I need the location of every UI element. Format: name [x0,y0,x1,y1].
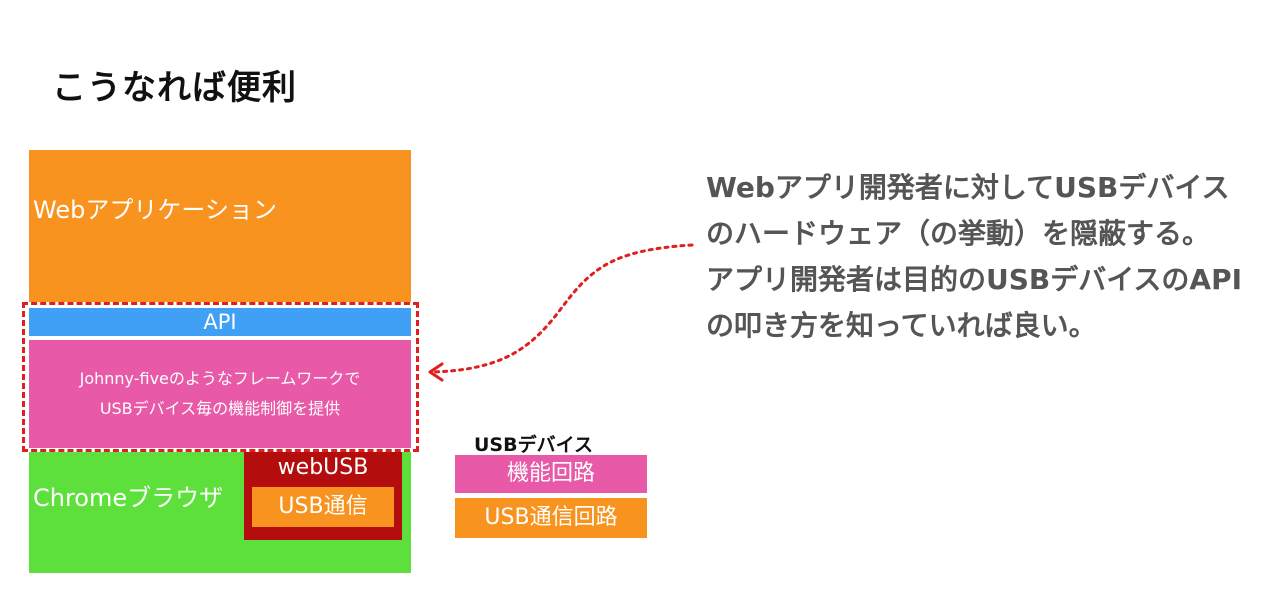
webusb-label: webUSB [277,455,369,480]
description-line4: の叩き方を知っていれば良い。 [706,309,1097,342]
page-title: こうなれば便利 [52,68,297,108]
usb-communication-block: USB通信 [252,487,394,527]
hidden-layer-dashed-box [22,302,419,452]
johnny-five-line2: USBデバイス毎の機能制御を提供 [99,399,341,418]
usb-communication-circuit-block: USB通信回路 [455,498,647,538]
description-text: Webアプリ開発者に対してUSBデバイス のハードウェア（の挙動）を隠蔽する。 … [706,165,1266,349]
description-line3: アプリ開発者は目的のUSBデバイスのAPI [706,263,1243,296]
usb-device-title: USBデバイス [474,434,594,456]
description-line2: のハードウェア（の挙動）を隠蔽する。 [706,217,1211,250]
web-application-block [29,150,411,302]
johnny-five-line1: Johnny-fiveのようなフレームワークで [79,369,361,388]
chrome-browser-label: Chromeブラウザ [33,484,224,512]
api-block: API [29,308,411,336]
description-line1: Webアプリ開発者に対してUSBデバイス [706,171,1230,204]
johnny-five-block: Johnny-fiveのようなフレームワークで USBデバイス毎の機能制御を提供 [29,340,411,448]
function-circuit-block: 機能回路 [455,455,647,493]
web-application-label: Webアプリケーション [33,196,277,224]
